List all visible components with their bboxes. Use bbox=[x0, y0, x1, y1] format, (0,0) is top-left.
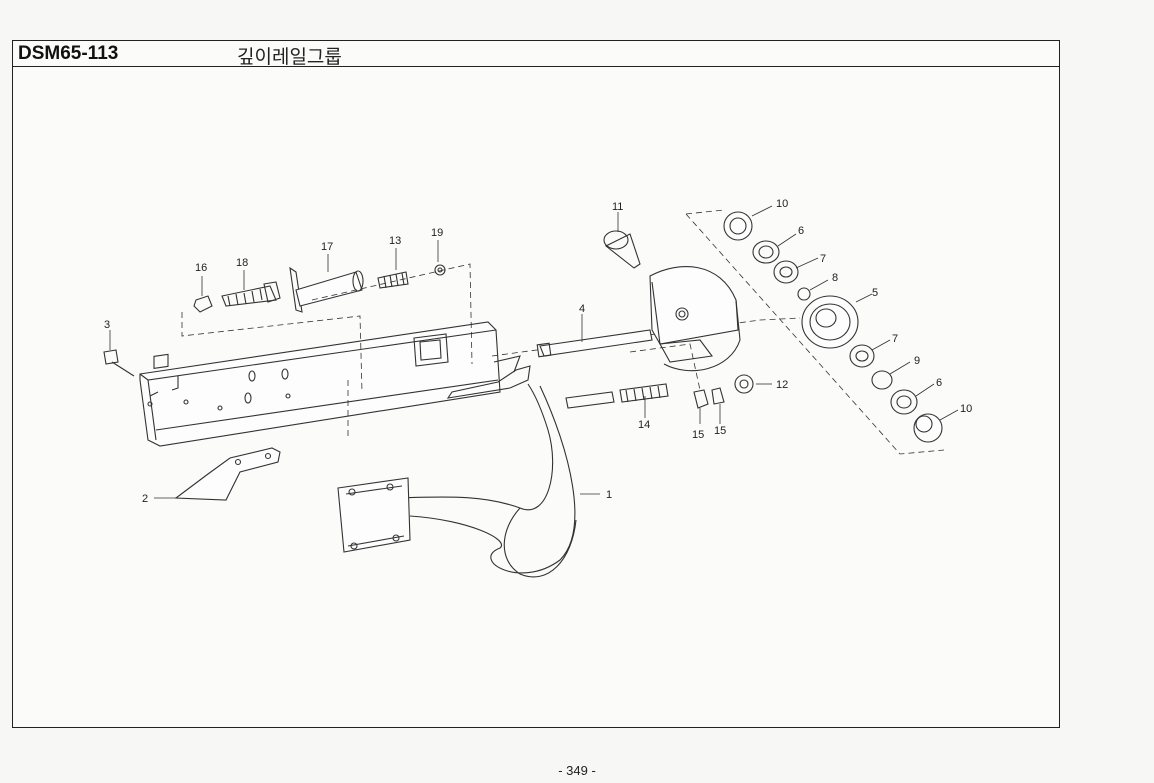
callout-15-a: 15 bbox=[692, 429, 704, 441]
callout-14: 14 bbox=[638, 419, 650, 431]
callout-19: 19 bbox=[431, 227, 443, 239]
callout-6-top: 6 bbox=[798, 225, 804, 237]
callout-5: 5 bbox=[872, 287, 878, 299]
callout-labels: 10 6 7 8 5 7 9 6 10 11 12 4 15 15 14 19 … bbox=[104, 198, 972, 505]
callout-12: 12 bbox=[776, 379, 788, 391]
callout-16: 16 bbox=[195, 262, 207, 274]
upper-parts bbox=[193, 264, 446, 313]
callout-13: 13 bbox=[389, 235, 401, 247]
callout-7-top: 7 bbox=[820, 253, 826, 265]
page-number: - 349 - bbox=[558, 763, 596, 778]
callout-9: 9 bbox=[914, 355, 920, 367]
tube-part-1 bbox=[337, 383, 577, 578]
callout-11: 11 bbox=[612, 201, 623, 213]
callout-18: 18 bbox=[236, 257, 248, 269]
callout-15-b: 15 bbox=[714, 425, 726, 437]
callout-4: 4 bbox=[579, 303, 585, 315]
title-bar: DSM65-113 깊이레일그룹 bbox=[13, 41, 1059, 68]
callout-2: 2 bbox=[142, 493, 148, 505]
rail-frame bbox=[139, 321, 531, 447]
shaft-part-4 bbox=[539, 329, 653, 357]
callout-3: 3 bbox=[104, 319, 110, 331]
callout-10-bottom: 10 bbox=[960, 403, 972, 415]
part-group-code: DSM65-113 bbox=[18, 43, 119, 64]
callout-6-bottom: 6 bbox=[936, 377, 942, 389]
callout-17: 17 bbox=[321, 241, 333, 253]
callout-8: 8 bbox=[832, 272, 838, 284]
pivot-plate bbox=[603, 230, 741, 372]
roller-stack bbox=[723, 211, 943, 443]
bracket-part-2 bbox=[174, 447, 281, 501]
callout-10-top: 10 bbox=[776, 198, 788, 210]
part-group-title: 깊이레일그룹 bbox=[237, 46, 342, 68]
callout-7-bottom: 7 bbox=[892, 333, 898, 345]
callout-1: 1 bbox=[606, 489, 612, 501]
